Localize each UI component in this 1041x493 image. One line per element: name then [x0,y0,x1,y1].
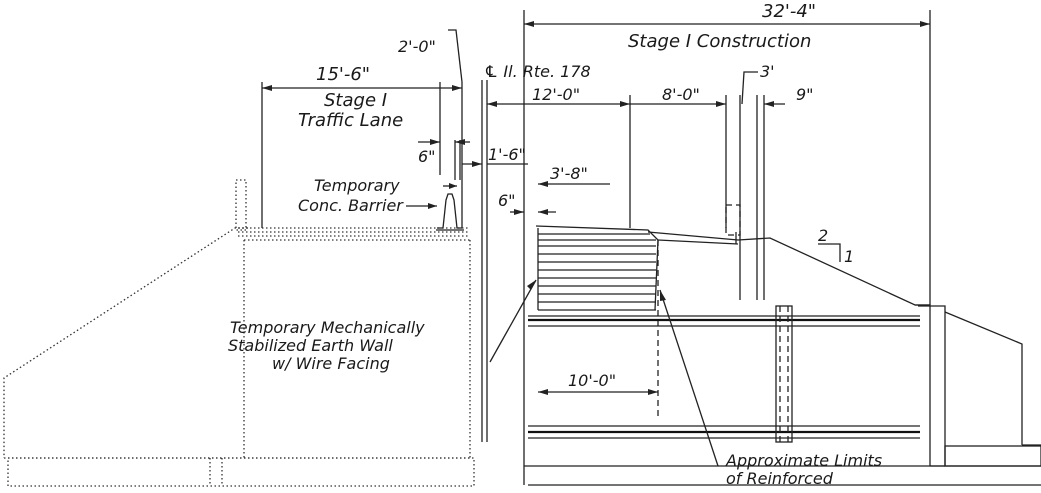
slope-rise-label: 1 [844,247,854,266]
lane-8-dimension-label: 8'-0" [662,85,700,104]
temporary-concrete-barrier [436,193,464,231]
dim-3-label: 3' [760,62,775,81]
traffic-lane-dimension-label: 15'-6" [316,64,370,85]
barrier-offset-dimension-label: 2'-0" [398,37,436,56]
wall-label-line2: Stabilized Earth Wall [228,336,393,355]
drawing-labels: 32'-4" Stage I Construction 15'-6" 2'-0"… [228,1,882,488]
lane-12-dimension-label: 12'-0" [532,85,580,104]
dim-9-label: 9" [796,85,814,104]
stage-construction-label: Stage I Construction [628,31,811,52]
existing-barrier [725,204,741,244]
dim-3-8-label: 3'-8" [550,164,588,183]
wall-label-line3: w/ Wire Facing [272,354,390,373]
limits-label-line2: of Reinforced [726,469,834,488]
slope-run-label: 2 [818,226,828,245]
dimension-lines [262,21,930,395]
barrier-label-line2: Conc. Barrier [298,196,404,215]
traffic-lane-label-line1: Stage I [324,90,387,111]
dim-6-upper-label: 6" [418,147,436,166]
dim-10-label: 10'-0" [568,371,616,390]
wall-label-line1: Temporary Mechanically [230,318,425,337]
traffic-lane-label-line2: Traffic Lane [298,110,403,131]
overall-dimension-label: 32'-4" [762,1,816,22]
limits-label-line1: Approximate Limits [725,451,882,470]
dim-1-6-label: 1'-6" [488,145,526,164]
reference-lines [261,10,931,485]
mse-wall [535,225,930,420]
barrier-label-line1: Temporary [314,176,400,195]
centerline-label: ℄ Il. Rte. 178 [484,62,591,81]
existing-structure [3,179,475,487]
leader-lines [406,203,719,467]
dim-6-lower-label: 6" [498,191,516,210]
culvert-structure [524,304,1041,486]
